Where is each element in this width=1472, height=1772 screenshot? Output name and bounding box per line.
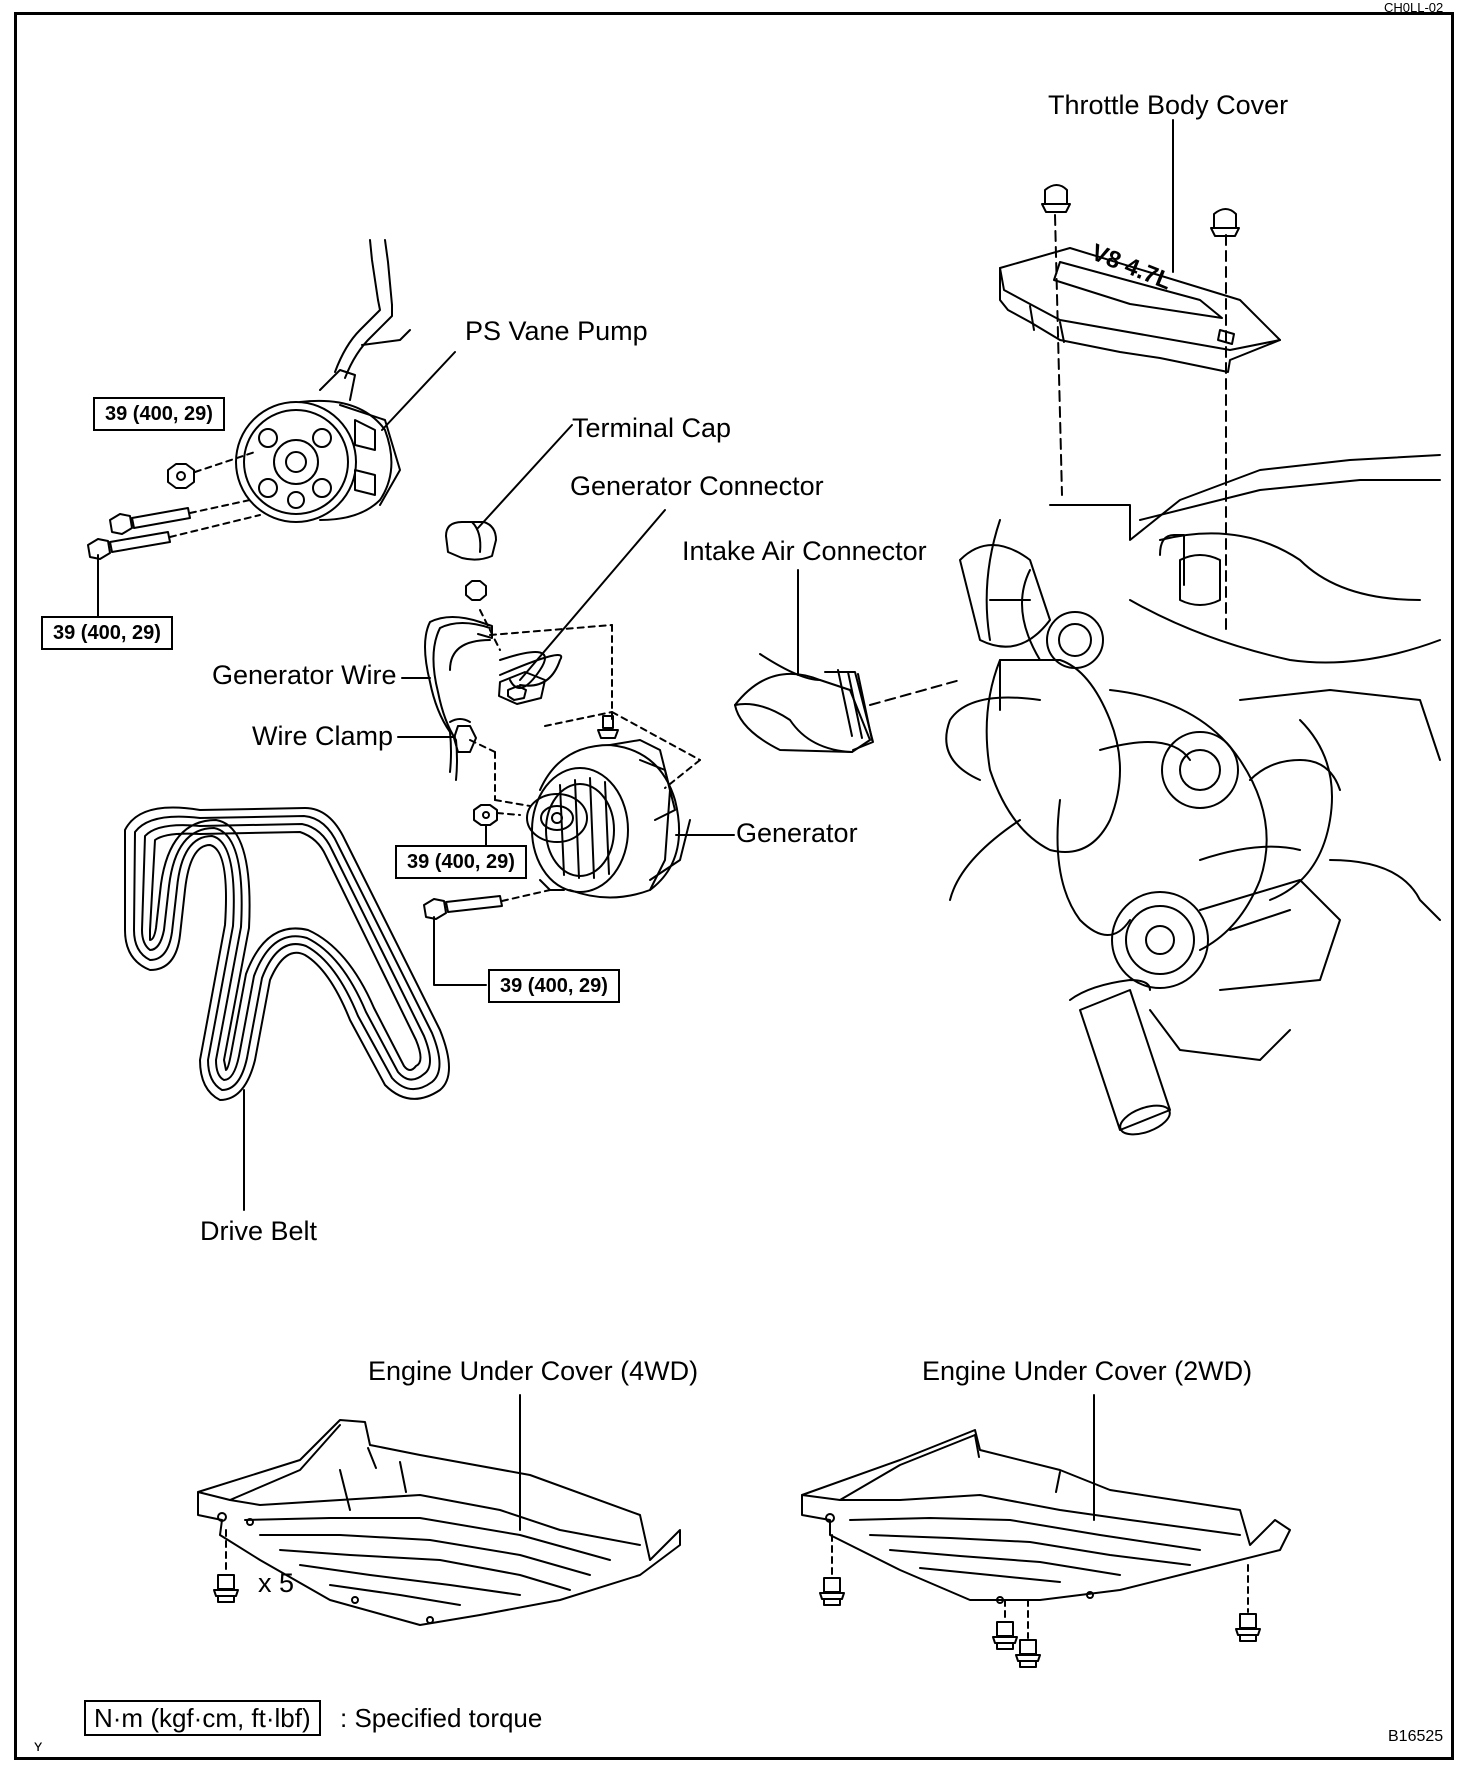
label-generator-wire: Generator Wire [212,660,397,690]
label-ps-vane-pump: PS Vane Pump [465,316,648,346]
engine-assembly-drawing [945,454,1441,1136]
torque-generator-nut: 39 (400, 29) [395,845,527,879]
engine-under-cover-2wd-drawing [801,1394,1291,1668]
corner-mark: ʏ [34,1738,43,1755]
cover-emblem: V8 4.7L [1087,239,1175,296]
label-engine-under-cover-4wd: Engine Under Cover (4WD) [368,1356,699,1386]
legend-meaning: : Specified torque [340,1703,543,1733]
ps-vane-pump-drawing [87,239,456,619]
drive-belt-drawing [124,806,450,1211]
label-generator-connector: Generator Connector [570,471,824,501]
terminal-cap-drawing [445,424,573,561]
label-generator: Generator [736,818,858,848]
figure-frame [14,12,1454,1760]
label-intake-air-connector: Intake Air Connector [682,536,927,566]
engine-under-cover-4wd-drawing [197,1394,681,1626]
figure-code: B16525 [1388,1728,1444,1745]
throttle-body-cover-drawing: V8 4.7L [999,184,1281,631]
label-terminal-cap: Terminal Cap [572,413,732,443]
label-drive-belt: Drive Belt [200,1216,318,1246]
generator-drawing [423,715,735,986]
label-throttle-body-cover: Throttle Body Cover [1048,90,1289,120]
intake-air-connector-drawing [734,569,961,753]
bolt-multiplier: x 5 [258,1568,295,1598]
label-wire-clamp: Wire Clamp [252,721,394,751]
torque-ps-pump-bolt: 39 (400, 29) [41,616,173,650]
legend-unit-box: N·m (kgf·cm, ft·lbf) [84,1700,321,1736]
label-engine-under-cover-2wd: Engine Under Cover (2WD) [922,1356,1253,1386]
cooling-fan [945,569,1191,936]
torque-generator-bolt: 39 (400, 29) [488,969,620,1003]
header-ref-code: CH0LL-02 [1384,0,1444,15]
generator-wire-drawing [397,509,701,807]
torque-ps-pump-nut: 39 (400, 29) [93,397,225,431]
